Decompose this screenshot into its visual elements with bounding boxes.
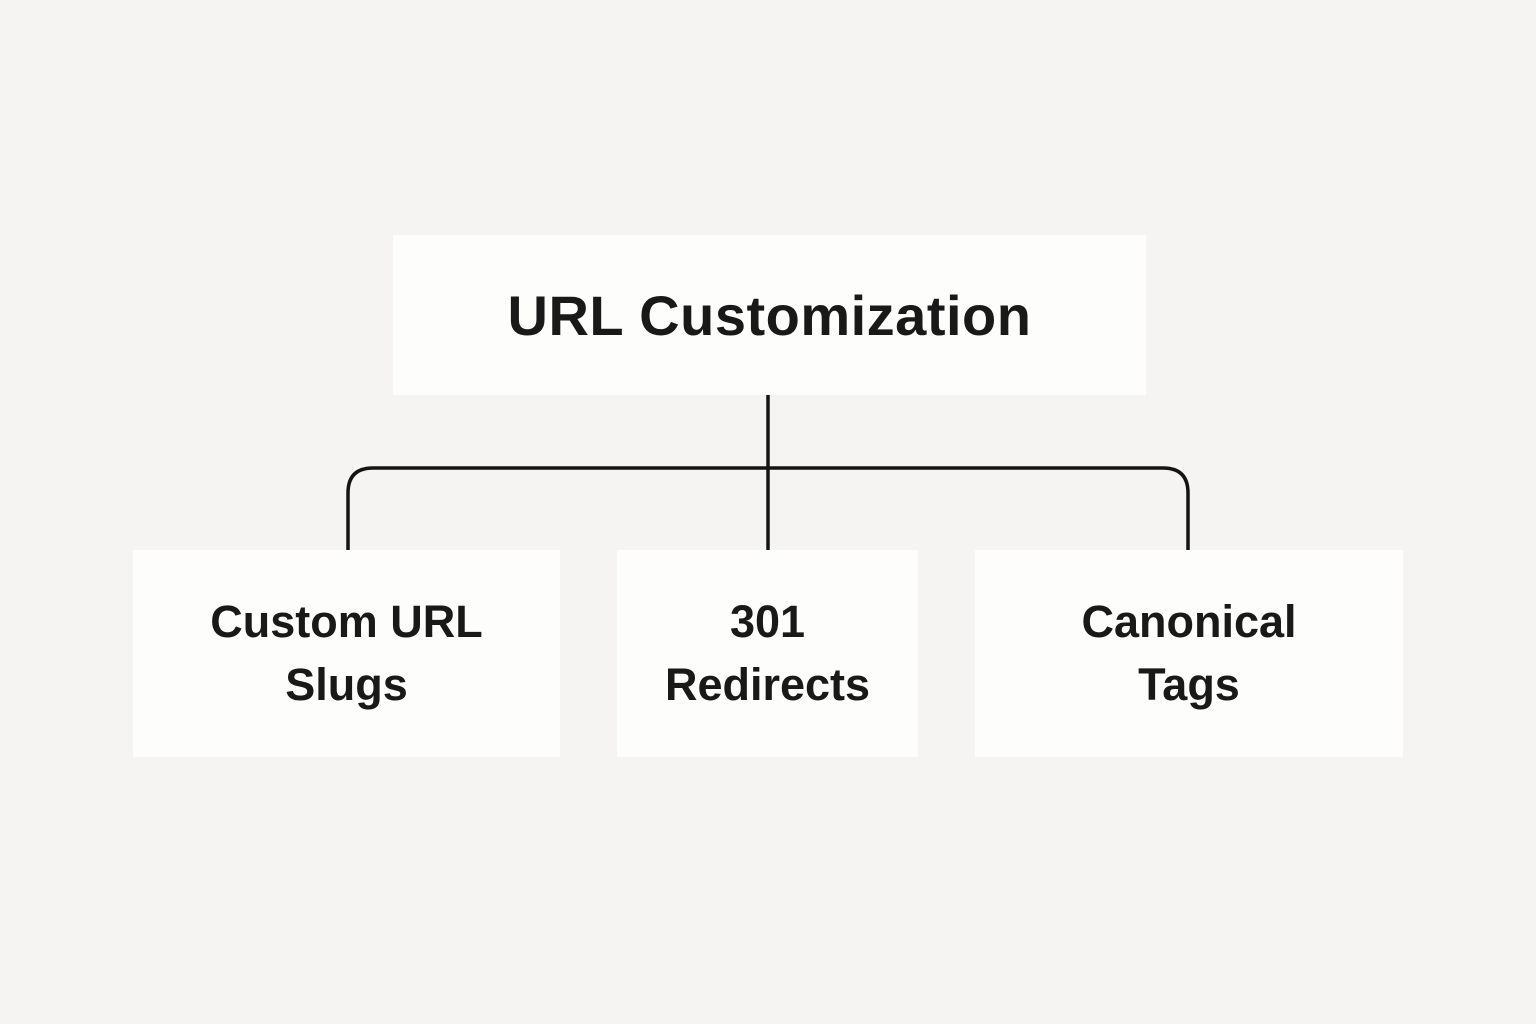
node-label: URL Customization	[507, 283, 1032, 347]
node-url-customization: URL Customization	[393, 235, 1146, 395]
connector-bracket	[346, 466, 1190, 550]
